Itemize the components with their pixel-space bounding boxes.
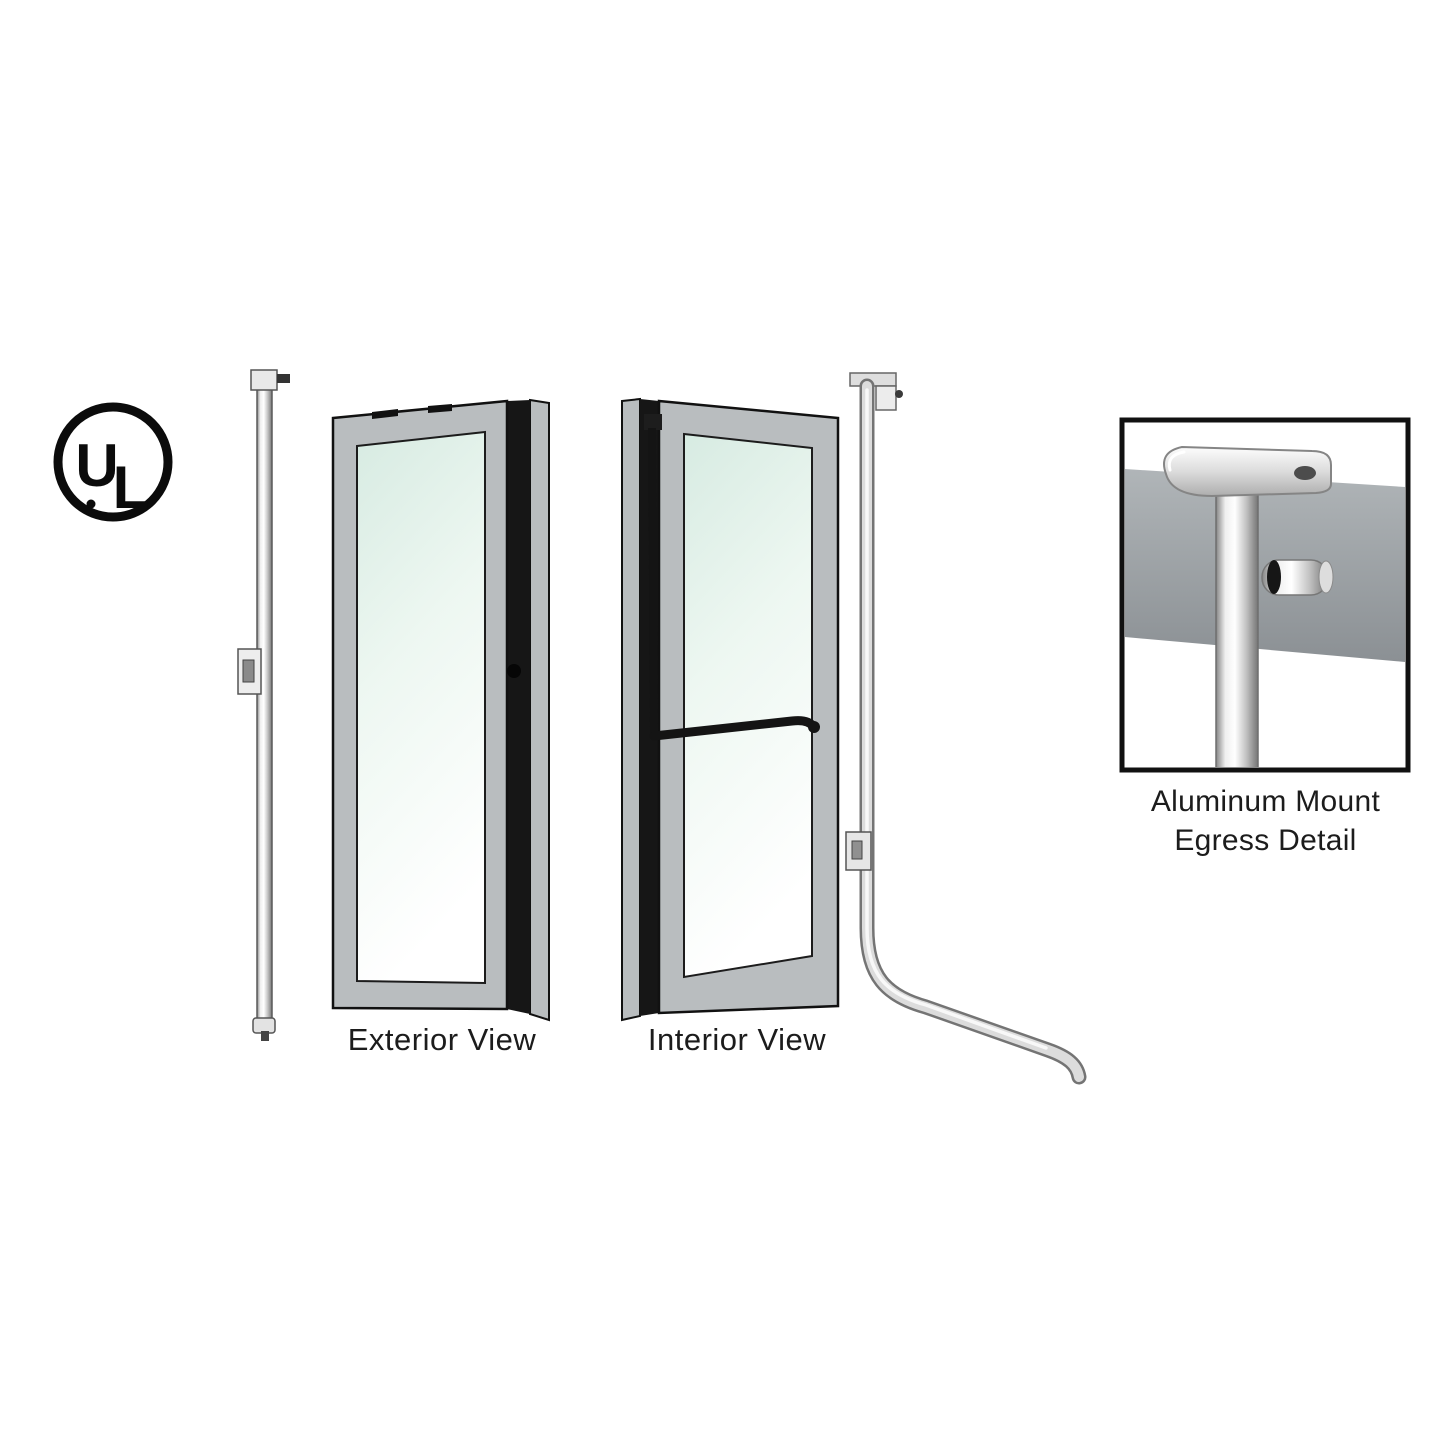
assembly-tube-outline [859,378,1087,1085]
exterior-door-glass [356,430,486,985]
ul-logo-letter-l: L [113,454,150,521]
rod-top-pin [277,374,290,383]
exterior-door-top-tab-1 [372,409,398,419]
detail-fastener-gasket [1267,560,1281,594]
interior-door [621,397,840,1022]
rod-bottom-pin [261,1031,269,1041]
interior-door-glass [683,432,813,979]
exterior-door-edge [507,400,530,1014]
detail-fastener-cap [1318,560,1334,594]
detail-glass-panel [1125,469,1405,662]
detail-caption: Aluminum Mount Egress Detail [1108,782,1423,860]
assembly-tube-highlight [865,388,1048,1050]
interior-rod-top-latch [644,414,662,430]
ul-logo-dot [86,499,96,509]
assembly-top-bracket [875,385,897,411]
vertical-rod-left [237,369,290,1041]
rod-tube [256,375,273,1027]
exterior-view-label: Exterior View [347,1022,537,1057]
exterior-cylinder-dot [507,664,521,678]
rod-bottom-cap [252,1017,276,1034]
exterior-door-outer-jamb [529,398,550,1022]
assembly-latch-slot [851,840,863,860]
ul-logo-letter-u: U [75,432,118,499]
ul-logo: U L [53,402,173,522]
detail-rod-cylinder [1215,489,1259,767]
interior-push-bar-end [808,721,820,733]
assembly-top-pin [895,390,903,398]
detail-fitting-screw-hole [1294,466,1316,480]
rod-latch-slot [242,659,255,683]
detail-inset [1119,417,1411,773]
detail-caption-line2: Egress Detail [1174,824,1357,857]
detail-caption-line1: Aluminum Mount [1150,785,1381,818]
egress-rod-assembly [845,372,1087,1085]
exterior-door-top-tab-2 [428,404,452,413]
detail-fitting-highlight [1167,450,1186,472]
rod-top-fitting [250,369,278,391]
detail-inset-content [1125,445,1405,767]
assembly-tube-body [862,381,1084,1082]
detail-mount-fitting [1163,445,1332,498]
ul-logo-ring [53,402,173,522]
interior-door-outer-jamb [621,397,641,1022]
interior-view-label: Interior View [647,1022,827,1057]
exterior-door [331,398,550,1022]
interior-vertical-rod [648,427,658,735]
